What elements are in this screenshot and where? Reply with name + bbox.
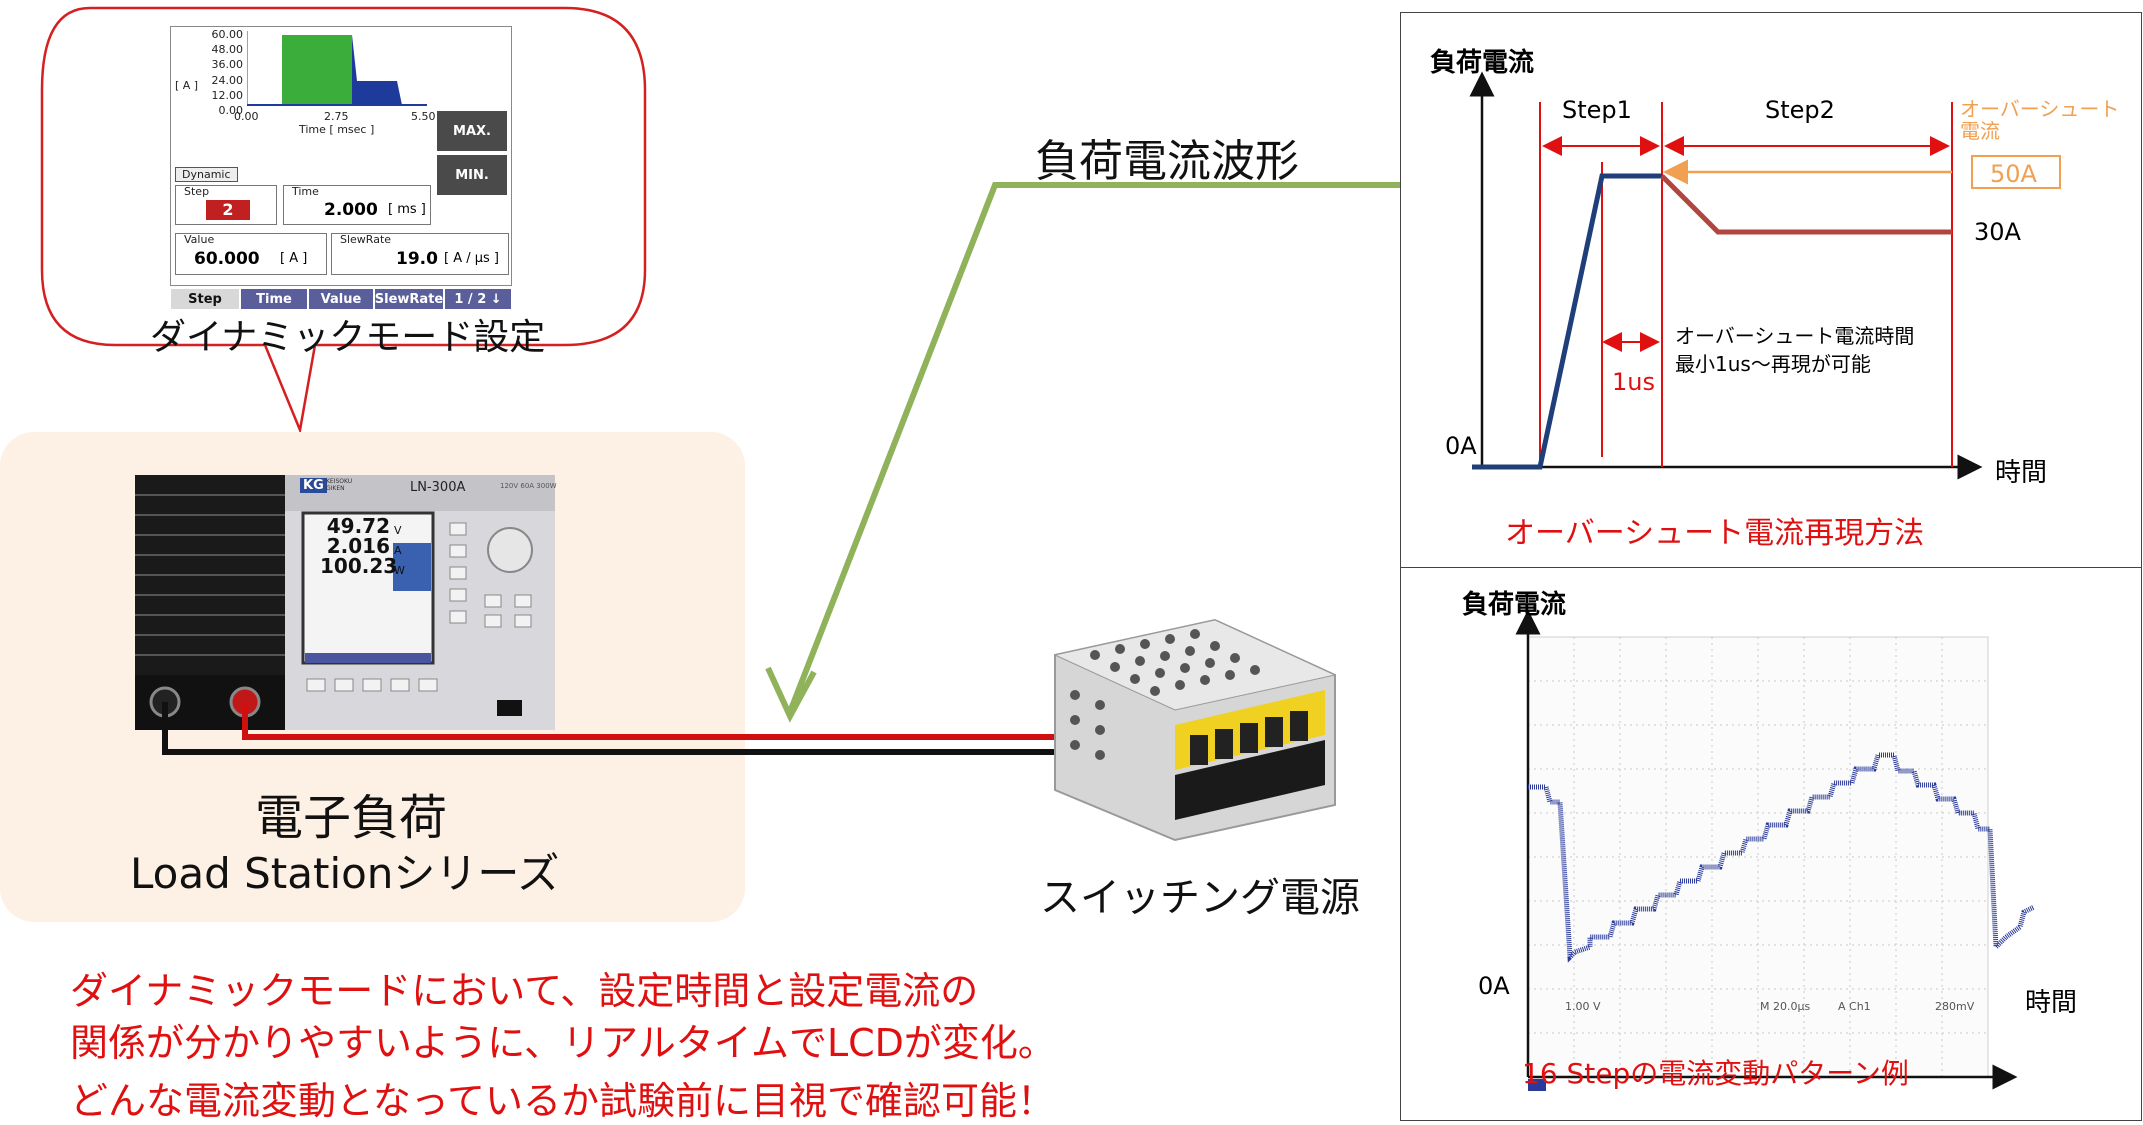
unit-v: V bbox=[394, 524, 402, 537]
min-time-label: 1us bbox=[1612, 368, 1655, 396]
step-field[interactable]: Step 2 bbox=[175, 185, 277, 225]
time-unit: [ ms ] bbox=[388, 202, 426, 217]
step-label: Step bbox=[184, 185, 210, 198]
lcd-waveform bbox=[247, 31, 427, 106]
lcd-y-tick: 24.00 bbox=[211, 73, 244, 87]
device-label-series: Load Stationシリーズ bbox=[130, 849, 560, 898]
time-value: 2.000 bbox=[324, 200, 378, 220]
device-units: V A W bbox=[394, 521, 405, 581]
tab-step[interactable]: Step bbox=[171, 289, 239, 309]
min-button[interactable]: MIN. bbox=[437, 155, 507, 195]
device-brand-sub: KEISOKU GIKEN bbox=[326, 478, 353, 492]
tab-page[interactable]: 1 / 2 ↓ bbox=[445, 289, 511, 309]
step1-label: Step1 bbox=[1562, 96, 1632, 124]
overshoot-label-1: オーバーシュート bbox=[1960, 97, 2120, 121]
overshoot-panel bbox=[1400, 12, 2142, 569]
overshoot-note-1: オーバーシュート電流時間 bbox=[1675, 324, 1915, 348]
mode-label: Dynamic bbox=[175, 167, 238, 182]
slew-value: 19.0 bbox=[396, 249, 438, 269]
scope-footer-1: 1.00 V bbox=[1565, 1000, 1601, 1013]
overshoot-chart bbox=[1469, 71, 2061, 480]
tab-time[interactable]: Time bbox=[241, 289, 307, 309]
overshoot-y-axis: 負荷電流 bbox=[1430, 48, 1535, 78]
scope-y-axis: 負荷電流 bbox=[1462, 590, 1567, 620]
overshoot-x-axis: 時間 bbox=[1995, 458, 2048, 488]
unit-a: A bbox=[394, 544, 402, 557]
switching-power-supply bbox=[1053, 618, 1337, 842]
scope-zero: 0A bbox=[1478, 972, 1510, 1000]
lcd-y-unit: [ A ] bbox=[175, 79, 199, 92]
step-value: 2 bbox=[206, 200, 250, 220]
time-field[interactable]: Time 2.000 [ ms ] bbox=[283, 185, 431, 225]
bubble-caption: ダイナミックモード設定 bbox=[150, 317, 546, 358]
scope-caption: 16 Stepの電流変動パターン例 bbox=[1522, 1057, 1909, 1090]
tab-value[interactable]: Value bbox=[309, 289, 373, 309]
lcd-step1-bar bbox=[282, 35, 352, 105]
step2-waveform bbox=[1660, 174, 1952, 235]
lcd-x-tick: 0.00 bbox=[234, 110, 259, 123]
lcd-y-tick: 60.00 bbox=[211, 28, 244, 41]
overshoot-zero: 0A bbox=[1445, 432, 1477, 460]
slewrate-field[interactable]: SlewRate 19.0 [ A / μs ] bbox=[331, 233, 509, 275]
lcd-x-tick: 5.50 bbox=[411, 110, 436, 123]
lcd-y-tick: 48.00 bbox=[211, 43, 244, 57]
readout-power: 100.23 bbox=[320, 554, 398, 578]
value-unit: [ A ] bbox=[280, 251, 308, 266]
scope-x-axis: 時間 bbox=[2025, 988, 2078, 1018]
step2-label: Step2 bbox=[1765, 96, 1835, 124]
value-label: Value bbox=[184, 233, 215, 246]
lcd-y-tick: 0.00 bbox=[218, 104, 244, 118]
scope-footer-3: A Ch1 bbox=[1838, 1000, 1871, 1013]
device-brand: KG bbox=[300, 478, 327, 493]
note-line-2: 関係が分かりやすいように、リアルタイムでLCDが変化。 bbox=[70, 1021, 1056, 1065]
peak-label: 50A bbox=[1990, 160, 2037, 188]
scope-footer-4: 280mV bbox=[1935, 1000, 1975, 1013]
overshoot-note-2: 最小1us～再現が可能 bbox=[1675, 352, 1871, 376]
value-field[interactable]: Value 60.000 [ A ] bbox=[175, 233, 327, 275]
unit-w: W bbox=[394, 564, 405, 577]
note-line-1: ダイナミックモードにおいて、設定時間と設定電流の bbox=[70, 969, 979, 1013]
lcd-y-tick: 36.00 bbox=[211, 58, 244, 72]
device-model: LN-300A bbox=[410, 480, 466, 495]
readout-current: 2.016 bbox=[326, 534, 390, 558]
readout-voltage: 49.72 bbox=[326, 514, 390, 538]
value-value: 60.000 bbox=[194, 249, 260, 269]
lcd-step2-bar bbox=[352, 35, 402, 105]
device-label-main: 電子負荷 bbox=[255, 790, 448, 846]
lcd-y-tick: 12.00 bbox=[211, 88, 244, 102]
electronic-load-device bbox=[135, 475, 555, 730]
steady-label: 30A bbox=[1974, 218, 2021, 246]
time-label: Time bbox=[292, 185, 319, 198]
overshoot-label-2: 電流 bbox=[1960, 119, 2000, 143]
max-button[interactable]: MAX. bbox=[437, 111, 507, 151]
lcd-screen: [ A ] 60.00 48.00 36.00 24.00 12.00 0.00… bbox=[170, 26, 512, 309]
psu-label: スイッチング電源 bbox=[1040, 875, 1360, 921]
tab-slewrate[interactable]: SlewRate bbox=[375, 289, 443, 309]
waveform-label: 負荷電流波形 bbox=[1035, 136, 1299, 187]
scope-footer-2: M 20.0μs bbox=[1760, 1000, 1811, 1013]
lcd-y-ticks: 60.00 48.00 36.00 24.00 12.00 0.00 bbox=[199, 27, 244, 118]
slew-label: SlewRate bbox=[340, 233, 392, 246]
scope-chart bbox=[1515, 609, 2036, 1091]
lcd-x-tick: 2.75 bbox=[324, 110, 349, 123]
device-readouts: 49.72 2.016 100.23 bbox=[320, 514, 398, 578]
lcd-x-label: Time [ msec ] bbox=[299, 123, 375, 136]
note-line-3: どんな電流変動となっているか試験前に目視で確認可能！ bbox=[70, 1079, 1055, 1123]
slew-unit: [ A / μs ] bbox=[444, 251, 499, 266]
overshoot-caption: オーバーシュート電流再現方法 bbox=[1505, 516, 1925, 551]
overshoot-label: オーバーシュート 電流 bbox=[1960, 98, 2119, 142]
device-spec: 120V 60A 300W bbox=[500, 482, 557, 490]
16-step-waveform bbox=[1528, 752, 2036, 963]
step1-waveform bbox=[1472, 173, 1662, 470]
